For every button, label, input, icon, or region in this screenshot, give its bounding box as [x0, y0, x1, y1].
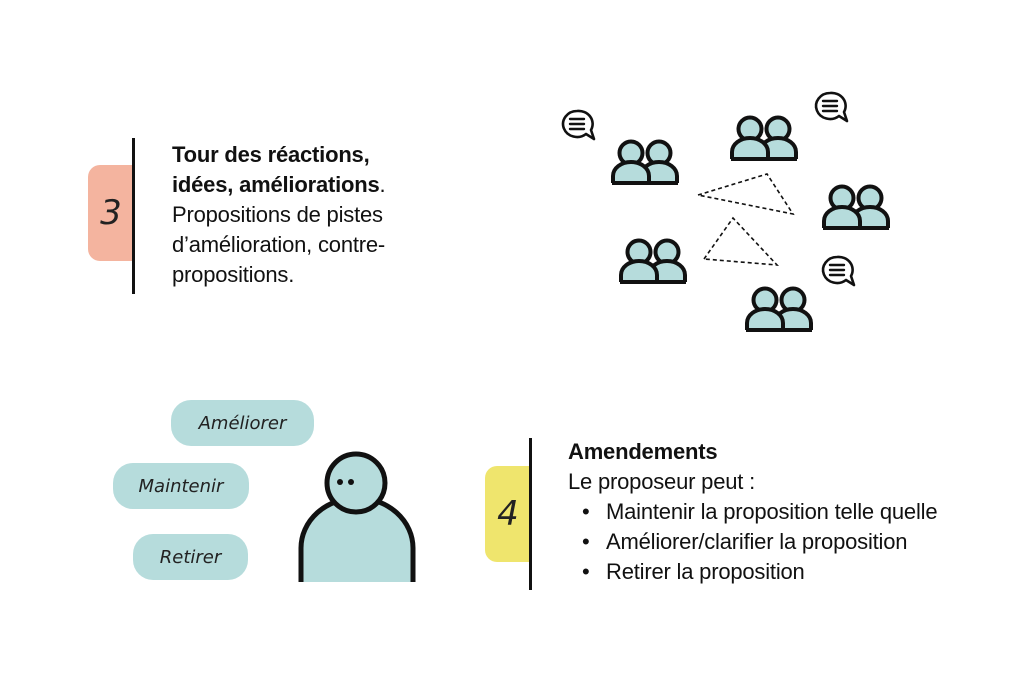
- option-withdraw-pill: Retirer: [133, 534, 248, 580]
- people-group-icon: [729, 115, 799, 161]
- step-3-text: Tour des réactions, idées, améliorations…: [172, 140, 386, 290]
- step-3-body-line-2: d’amélioration, contre-: [172, 232, 386, 257]
- step-3-title-end: .: [379, 172, 386, 197]
- step-3-body-line-3: propositions.: [172, 262, 295, 287]
- step-3-title-line-1: Tour des réactions,: [172, 142, 370, 167]
- people-group-icon: [744, 286, 814, 332]
- step-4-bullet: Améliorer/clarifier la proposition: [568, 527, 937, 557]
- step-4-intro: Le proposeur peut :: [568, 469, 756, 494]
- option-improve-label: Améliorer: [198, 412, 287, 434]
- option-keep-pill: Maintenir: [113, 463, 249, 509]
- person-icon: [298, 451, 416, 582]
- step-4-number: 4: [497, 494, 519, 534]
- option-improve-pill: Améliorer: [171, 400, 314, 446]
- people-group-icon: [821, 184, 891, 230]
- option-withdraw-label: Retirer: [159, 546, 222, 568]
- step-4-title: Amendements: [568, 439, 718, 464]
- speech-bubble-icon: [561, 109, 596, 141]
- people-group-icon: [610, 139, 680, 185]
- step-4-text: Amendements Le proposeur peut : Mainteni…: [568, 437, 938, 587]
- speech-bubble-icon: [821, 255, 856, 287]
- step-3-number-badge: 3: [88, 165, 134, 261]
- step-4-divider: [529, 438, 532, 590]
- step-3-divider: [132, 138, 135, 294]
- step-4-bullet: Maintenir la proposition telle quelle: [568, 497, 938, 527]
- step-4-bullet: Retirer la proposition: [568, 557, 937, 587]
- option-keep-label: Maintenir: [138, 475, 224, 497]
- step-3-number: 3: [100, 193, 122, 233]
- step-4-number-badge: 4: [485, 466, 531, 562]
- speech-bubble-icon: [814, 91, 849, 123]
- step-3-title-line-2: idées, améliorations: [172, 172, 380, 197]
- step-4-bullet-list: Maintenir la proposition telle quelle Am…: [568, 497, 938, 587]
- step-3-body-line-1: Propositions de pistes: [172, 202, 383, 227]
- people-group-icon: [618, 238, 688, 284]
- exchange-lines: [697, 173, 795, 266]
